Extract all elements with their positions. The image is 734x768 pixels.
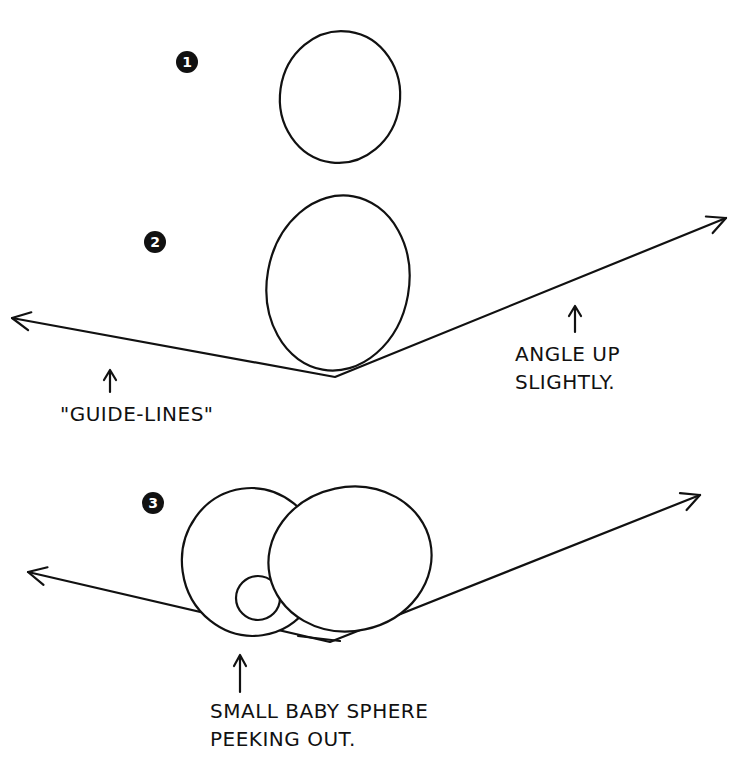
arrow-head <box>12 312 31 330</box>
callout-number: 3 <box>142 492 164 514</box>
arrow-head <box>680 493 700 510</box>
pointer-arrow <box>234 655 246 692</box>
pointer-arrow <box>104 370 116 392</box>
note-label: "GUIDE-LINES" <box>60 400 280 428</box>
callout-number: 2 <box>144 231 166 253</box>
shadow-stroke <box>298 636 340 641</box>
front-sphere <box>255 472 445 647</box>
callout-number: 1 <box>176 51 198 73</box>
arrow-head <box>28 567 48 585</box>
sphere <box>271 23 408 170</box>
note-label: SMALL BABY SPHERE PEEKING OUT. <box>210 697 510 753</box>
pointer-arrow <box>569 306 581 332</box>
arrow-head <box>706 217 726 234</box>
note-label: ANGLE UP SLIGHTLY. <box>515 340 675 396</box>
